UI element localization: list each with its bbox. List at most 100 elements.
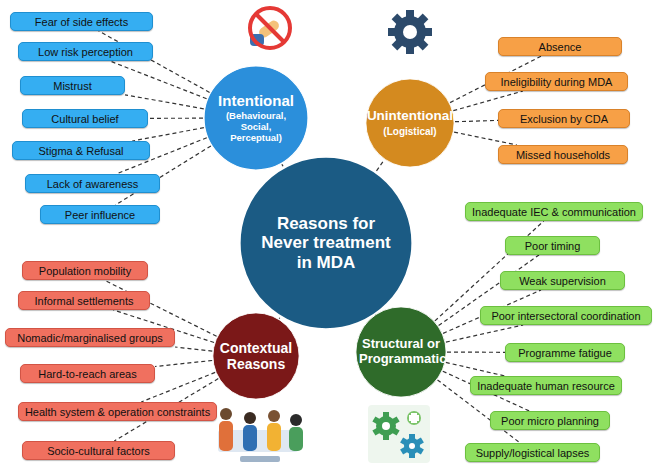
node-subtitle: (Logistical)	[383, 126, 436, 138]
node-label: Population mobility	[39, 265, 131, 277]
category-circle: Intentional (Behavioural, Social, Percept…	[203, 65, 309, 171]
category-circle: Reasons for Never treatment in MDA	[238, 155, 414, 331]
gears-illustration	[368, 405, 430, 463]
person-body	[267, 423, 281, 451]
reason-box: Weak supervision	[500, 271, 625, 290]
gear-tooth	[392, 14, 429, 51]
reason-box: Stigma & Refusal	[12, 141, 150, 160]
reason-box: Programme fatigue	[505, 343, 625, 362]
reason-box: Low risk perception	[18, 42, 153, 61]
gear-tooth	[372, 416, 399, 435]
reason-box: Cultural belief	[22, 109, 148, 128]
person-body	[289, 427, 303, 451]
dashed-connector	[453, 91, 523, 111]
node-label: Exclusion by CDA	[520, 113, 608, 125]
node-label: Informal settlements	[34, 295, 133, 307]
node-label: Ineligibility during MDA	[501, 76, 613, 88]
dashed-connector	[132, 128, 204, 141]
person-body	[219, 421, 233, 451]
person-head	[268, 410, 280, 422]
person-head	[220, 408, 232, 420]
node-label: Absence	[539, 41, 582, 53]
node-label: Nomadic/marginalised groups	[17, 332, 163, 344]
node-label: Supply/logistical lapses	[476, 447, 590, 459]
reason-box: Absence	[498, 37, 622, 56]
node-label: Inadequate human resource	[477, 380, 615, 392]
reason-box: Lack of awareness	[25, 174, 160, 193]
dashed-connector	[377, 160, 385, 171]
person-head	[290, 414, 302, 426]
dashed-connector	[175, 347, 212, 351]
node-label: Poor micro planning	[501, 415, 599, 427]
circle-fill	[240, 157, 412, 329]
dashed-connector	[125, 95, 204, 109]
node-label: Lack of awareness	[47, 178, 139, 190]
prohibition-ring	[250, 8, 290, 48]
node-label: Cultural belief	[51, 113, 118, 125]
reason-box: Fear of side effects	[10, 12, 153, 31]
node-label: Unintentional	[367, 108, 453, 124]
node-label: Contextual Reasons	[216, 340, 296, 372]
gear-hole	[409, 443, 415, 449]
dashed-connector	[454, 132, 517, 145]
node-label: Missed households	[516, 149, 610, 161]
category-circle: Unintentional (Logistical)	[365, 78, 455, 168]
node-label: Low risk perception	[38, 46, 133, 58]
reason-box: Exclusion by CDA	[498, 109, 630, 128]
circle-fill	[213, 313, 299, 399]
category-circle: Structural or Programmatic	[355, 306, 447, 398]
node-label: Structural or Programmatic	[359, 337, 443, 367]
gear-hole	[382, 422, 390, 430]
people-illustration	[218, 408, 303, 462]
reason-box: Population mobility	[22, 261, 148, 280]
gear-body	[376, 416, 396, 436]
node-label: Intentional	[218, 92, 294, 109]
reason-box: Health system & operation constraints	[18, 402, 217, 421]
node-label: Poor intersectoral coordination	[491, 310, 640, 322]
circle-fill	[356, 307, 446, 397]
node-label: Weak supervision	[519, 275, 606, 287]
reason-box: Inadequate IEC & communication	[465, 202, 643, 221]
node-label: Poor timing	[525, 240, 581, 252]
dashed-connector	[155, 361, 212, 367]
circle-fill	[204, 66, 308, 170]
category-circle: Contextual Reasons	[212, 312, 300, 400]
plus-badge	[407, 411, 421, 425]
gear-tooth	[372, 416, 399, 435]
prohibition-slash	[256, 14, 284, 42]
circle-fill	[366, 79, 454, 167]
reason-box: Socio-cultural factors	[22, 441, 175, 460]
reason-box: Poor timing	[505, 236, 600, 255]
node-label: Stigma & Refusal	[39, 145, 124, 157]
node-subtitle: (Behavioural, Social, Perceptual)	[214, 111, 298, 144]
plus-bar	[409, 415, 419, 421]
node-label: Peer influence	[65, 209, 135, 221]
node-label: Mistrust	[53, 80, 92, 92]
reason-box: Nomadic/marginalised groups	[5, 328, 175, 347]
gear-tooth	[409, 434, 415, 458]
node-label: Hard-to-reach areas	[38, 368, 136, 380]
dashed-connector	[455, 120, 498, 121]
reason-box: Ineligibility during MDA	[485, 72, 628, 91]
reason-box: Missed households	[498, 145, 628, 164]
reason-box: Informal settlements	[18, 291, 150, 310]
panel-shape	[368, 405, 430, 463]
gear-body	[404, 438, 420, 454]
dashed-connector	[446, 325, 523, 342]
node-label: Health system & operation constraints	[25, 406, 210, 418]
node-label: Programme fatigue	[518, 347, 612, 359]
dashed-connector	[148, 118, 203, 119]
reason-box: Supply/logistical lapses	[465, 443, 600, 462]
dashed-connector	[282, 164, 283, 166]
no-pill-icon	[250, 8, 290, 48]
reason-box: Poor micro planning	[490, 411, 610, 430]
node-label: Socio-cultural factors	[47, 445, 150, 457]
laptop-shape	[240, 456, 280, 462]
person-body	[243, 425, 257, 451]
node-label: Inadequate IEC & communication	[472, 206, 636, 218]
gear-body	[394, 16, 426, 48]
reason-box: Hard-to-reach areas	[20, 364, 155, 383]
reason-box: Inadequate human resource	[470, 376, 622, 395]
reason-box: Peer influence	[40, 205, 160, 224]
